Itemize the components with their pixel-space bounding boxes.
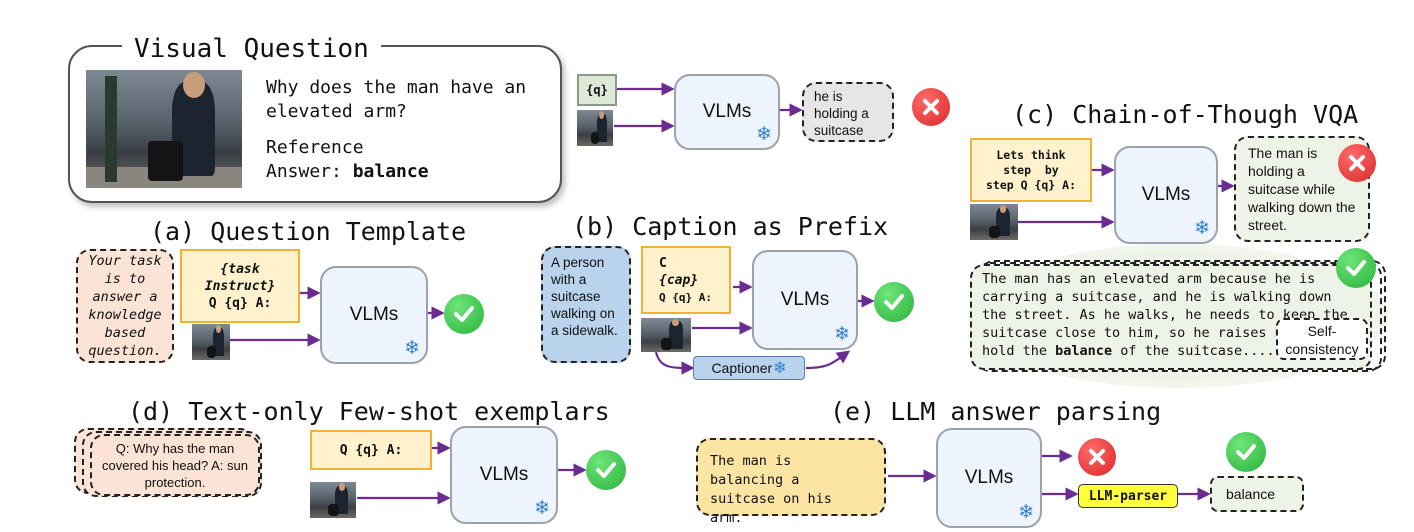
vlm-label: VLMs	[1141, 184, 1191, 205]
question-image	[86, 70, 242, 188]
vlm-label: VLMs	[780, 289, 830, 310]
llm-parser-box: LLM-parser	[1078, 484, 1178, 508]
caption-box: A person with a suitcase walking on a si…	[541, 246, 631, 363]
captioner-label: Captioner	[711, 360, 773, 376]
frozen-snowflake-icon: ❄	[404, 338, 420, 359]
panel-a-title: (a) Question Template	[150, 217, 467, 246]
vlm-label: VLMs	[479, 464, 529, 485]
answer-label: Answer:	[266, 161, 342, 182]
parsed-answer-box: balance	[1210, 476, 1304, 512]
correct-check-icon	[874, 282, 914, 322]
cot-line2: step by	[1003, 162, 1059, 177]
panel-c-title: (c) Chain-of-Though VQA	[1012, 100, 1359, 129]
panel-e-vlm-box: VLMs ❄	[936, 428, 1042, 528]
top-image-thumb	[577, 110, 613, 146]
panel-d-title: (d) Text-only Few-shot exemplars	[128, 397, 610, 426]
frozen-snowflake-icon: ❄	[756, 124, 772, 145]
correct-check-icon	[444, 294, 484, 334]
exemplar-card-front: Q: Why has the man covered his head? A: …	[90, 434, 260, 496]
vlm-raw-output-box: The man is balancing a suitcase on his a…	[696, 438, 886, 526]
prefix-line3: Q {q} A:	[659, 290, 712, 304]
reasoning-part3: of the suitcase....	[1120, 343, 1275, 359]
panel-b-image-thumb	[641, 318, 691, 352]
answer-value: balance	[352, 161, 429, 182]
reasoning-bold: balance	[1055, 343, 1113, 359]
panel-c-vlm-box: VLMs ❄	[1114, 146, 1218, 244]
panel-d-image-thumb	[310, 482, 356, 518]
captioner-box: Captioner ❄	[693, 356, 805, 380]
vlm-label: VLMs	[702, 101, 752, 122]
fewshot-template-box: Q {q} A:	[310, 430, 432, 470]
prefix-line1: C	[659, 255, 667, 271]
frozen-snowflake-icon: ❄	[834, 324, 850, 345]
caption-prefix-box: C {cap} Q {q} A:	[641, 246, 731, 314]
template-line3: Q {q} A:	[208, 295, 272, 311]
frozen-snowflake-icon: ❄	[534, 498, 550, 519]
template-line2: Instruct}	[204, 278, 276, 294]
panel-a-vlm-box: VLMs ❄	[320, 266, 428, 364]
top-vlm-box: VLMs ❄	[674, 74, 780, 150]
panel-b-vlm-box: VLMs ❄	[752, 250, 858, 350]
top-question-input: {q}	[577, 74, 617, 106]
self-consistency-label: Self-consistency	[1276, 318, 1368, 360]
task-instruction-box: Your task is to answer a knowledge based…	[76, 249, 174, 363]
reference-label: Reference	[266, 137, 364, 158]
reasoning-part2: hold the	[982, 343, 1048, 359]
frozen-snowflake-icon: ❄	[1194, 218, 1210, 239]
panel-e-title: (e) LLM answer parsing	[830, 397, 1162, 426]
wrong-x-icon	[1078, 438, 1116, 476]
wrong-x-icon	[1338, 144, 1376, 182]
vlm-label: VLMs	[964, 467, 1014, 488]
visual-question-title: Visual Question	[122, 34, 381, 64]
cot-line1: Lets think	[996, 147, 1066, 162]
top-output: he is holding a suitcase	[802, 82, 894, 142]
reasoning-part1: The man has an elevated arm because he i…	[982, 271, 1348, 341]
question-template-box: {task Instruct} Q {q} A:	[180, 249, 300, 323]
panel-d-vlm-box: VLMs ❄	[450, 426, 558, 524]
panel-b-title: (b) Caption as Prefix	[572, 212, 889, 241]
correct-check-icon	[1226, 432, 1266, 472]
vlm-label: VLMs	[349, 304, 399, 325]
prefix-line2: {cap}	[659, 272, 699, 288]
cot-line3: step Q {q} A:	[985, 177, 1076, 192]
frozen-snowflake-icon: ❄	[773, 360, 787, 377]
template-line1: {task	[220, 261, 260, 277]
cot-prompt-box: Lets think step by step Q {q} A:	[970, 138, 1092, 202]
question-text: Why does the man have an elevated arm?	[266, 77, 527, 122]
panel-c-image-thumb	[970, 204, 1018, 240]
correct-check-icon	[586, 450, 626, 490]
panel-a-image-thumb	[192, 324, 230, 360]
frozen-snowflake-icon: ❄	[1018, 502, 1034, 523]
wrong-x-icon	[912, 88, 950, 126]
reference-answer: Answer: balance	[266, 161, 429, 182]
correct-check-icon	[1336, 248, 1376, 288]
